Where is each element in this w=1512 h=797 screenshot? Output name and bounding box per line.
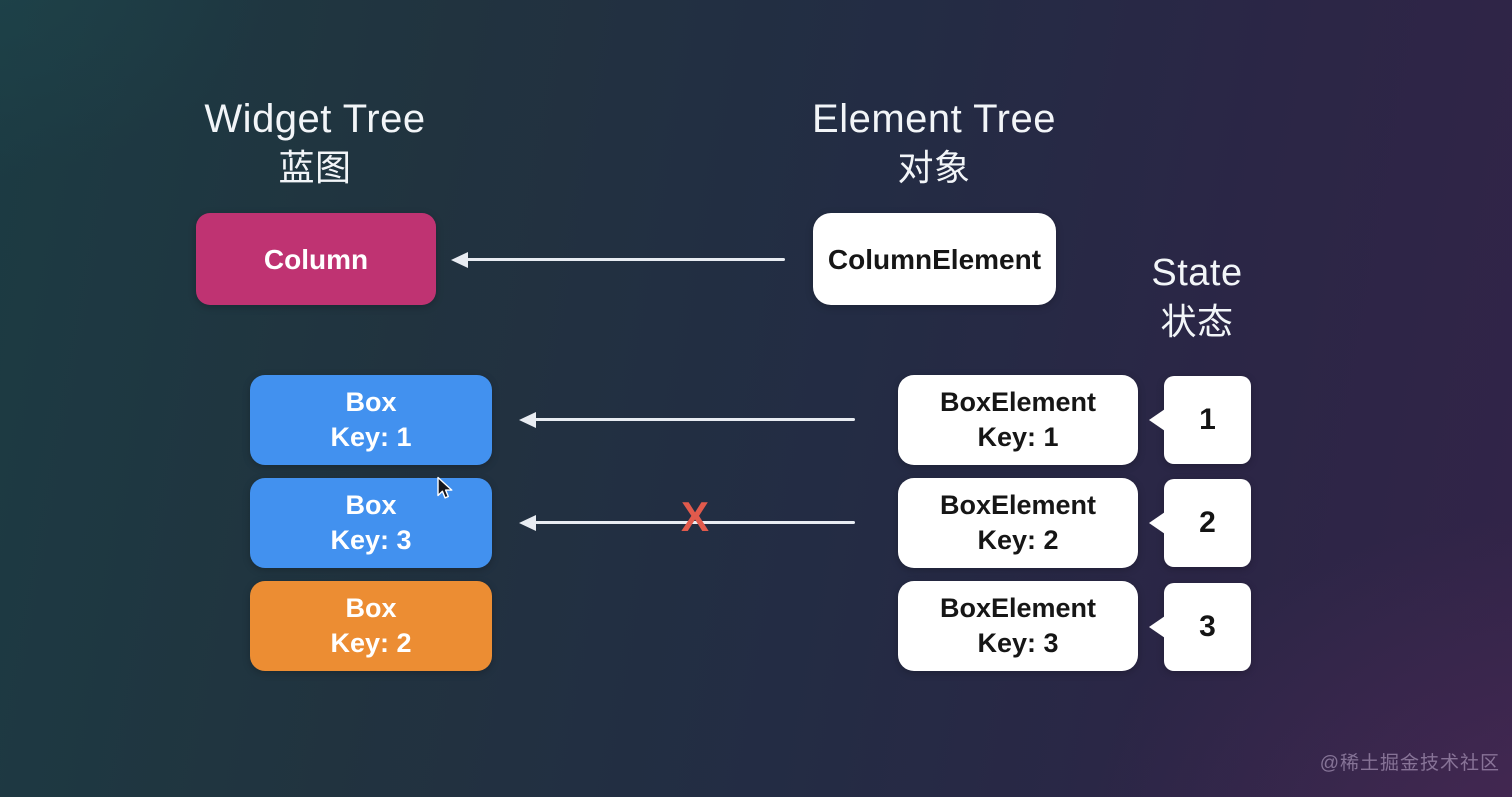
widget-node-box-key1-line1: Box <box>345 387 397 417</box>
widget-node-box-key2-line2: Key: 2 <box>330 628 412 658</box>
state-tag-2: 2 <box>1164 479 1251 567</box>
element-node-box-key2-line1: BoxElement <box>939 490 1097 520</box>
element-node-box-key1-line1: BoxElement <box>939 387 1097 417</box>
state-title-en: State <box>1151 252 1243 294</box>
watermark-text: @稀土掘金技术社区 <box>1319 753 1500 774</box>
state-title-zh: 状态 <box>1160 301 1234 342</box>
state-title: State 状态 <box>1097 250 1297 348</box>
element-node-box-key3-line2: Key: 3 <box>977 628 1059 658</box>
state-tag-1: 1 <box>1164 376 1251 464</box>
widget-tree-title: Widget Tree 蓝图 <box>115 96 515 194</box>
arrow-boxelement2-to-box3-broken <box>535 521 855 524</box>
widget-node-column-label: Column <box>263 243 369 275</box>
element-node-column: ColumnElement <box>813 213 1056 305</box>
element-node-column-label: ColumnElement <box>827 243 1042 275</box>
widget-node-box-key3-line1: Box <box>345 490 397 520</box>
element-node-box-key3: BoxElement Key: 3 <box>898 581 1138 671</box>
element-node-box-key3-line1: BoxElement <box>939 593 1097 623</box>
widget-node-box-key3: Box Key: 3 <box>250 478 492 568</box>
element-node-box-key1: BoxElement Key: 1 <box>898 375 1138 465</box>
widget-tree-title-zh: 蓝图 <box>278 147 352 188</box>
element-node-box-key2: BoxElement Key: 2 <box>898 478 1138 568</box>
widget-tree-title-en: Widget Tree <box>204 97 426 141</box>
widget-node-column: Column <box>196 213 436 305</box>
element-tree-title-en: Element Tree <box>812 97 1056 141</box>
element-tree-title: Element Tree 对象 <box>734 96 1134 194</box>
widget-node-box-key3-line2: Key: 3 <box>330 525 412 555</box>
broken-link-x-icon: X <box>680 493 709 540</box>
widget-node-box-key1: Box Key: 1 <box>250 375 492 465</box>
widget-node-box-key2-line1: Box <box>345 593 397 623</box>
element-node-box-key2-line2: Key: 2 <box>977 525 1059 555</box>
element-node-box-key1-line2: Key: 1 <box>977 422 1059 452</box>
arrow-boxelement1-to-box1 <box>535 418 855 421</box>
arrow-columnelement-to-column <box>467 258 785 261</box>
widget-node-box-key2: Box Key: 2 <box>250 581 492 671</box>
widget-node-box-key1-line2: Key: 1 <box>330 422 412 452</box>
element-tree-title-zh: 对象 <box>897 147 971 188</box>
mouse-cursor-icon <box>436 476 455 507</box>
state-tag-3: 3 <box>1164 583 1251 671</box>
